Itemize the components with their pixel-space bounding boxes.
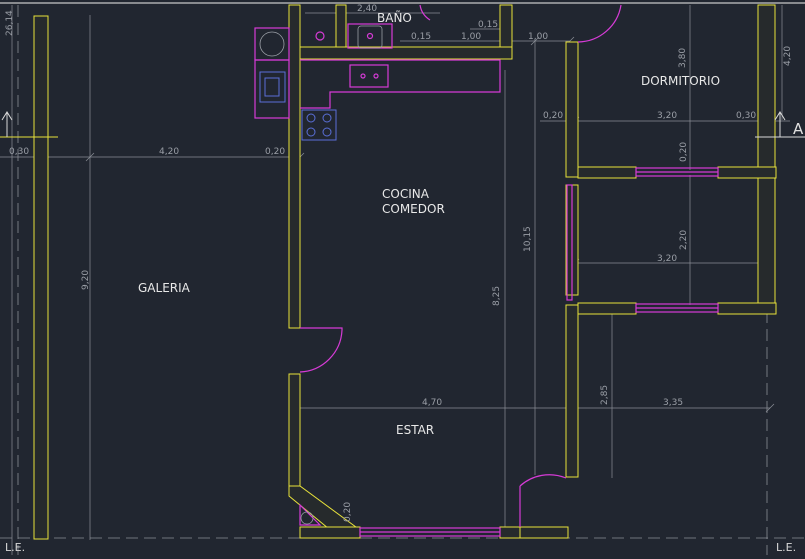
room-label-bano: BAÑO: [377, 10, 412, 25]
wall-right-upper: [757, 4, 776, 168]
closet-door: [566, 184, 573, 301]
stove-icon: [301, 109, 337, 141]
doors: [299, 4, 622, 527]
dim-label-1-00-b: 1,00: [528, 32, 548, 42]
door-estar-swing: [519, 474, 567, 487]
dim-label-8-25: 8,25: [492, 286, 502, 306]
dim-label-0-20-left: 0,20: [265, 147, 285, 157]
dim-label-2-40: 2,40: [357, 4, 377, 14]
dim-label-0-15-upper: 0,15: [478, 20, 498, 30]
dim-label-3-80: 3,80: [678, 48, 688, 68]
drain-icon: [315, 31, 325, 41]
dimension-lines: [0, 5, 790, 555]
wall-center-lower: [565, 304, 579, 478]
room-label-comedor: COMEDOR: [382, 202, 445, 216]
dim-label-0-20-dorm: 0,20: [543, 111, 563, 121]
wall-center-upper: [565, 41, 579, 178]
dim-label-0-30-dorm: 0,30: [736, 111, 756, 121]
wall-bottom-right: [519, 526, 569, 539]
dim-label-10-15: 10,15: [523, 226, 533, 252]
counter-top: [300, 59, 501, 109]
wall-bath-right: [499, 4, 513, 48]
wall-dorm-bottom-left: [577, 166, 637, 179]
walls: [33, 4, 777, 540]
section-marker-a: [0, 111, 805, 138]
door-kitchen-swing: [299, 329, 343, 373]
wall-room2-bottom-right: [717, 302, 777, 315]
dim-label-0-20-bottom: 0,20: [343, 502, 353, 522]
dim-label-0-20-vertical: 0,20: [679, 142, 689, 162]
room-label-cocina: COCINA: [382, 187, 430, 201]
dim-label-0-30-left: 0,30: [9, 147, 29, 157]
dim-label-2-85: 2,85: [600, 385, 610, 405]
dim-label-0-15-lower: 0,15: [411, 32, 431, 42]
wall-room2-bottom-left: [577, 302, 637, 315]
wall-left-column: [33, 15, 49, 540]
dim-label-9-20: 9,20: [81, 270, 91, 290]
le-label-left: L.E.: [5, 541, 25, 554]
windows: [359, 167, 719, 537]
wall-bath-bottom: [299, 46, 513, 60]
wall-bath-partition: [335, 4, 347, 48]
dim-label-2-20: 2,20: [679, 230, 689, 250]
washbasin-icon: [349, 64, 389, 88]
door-dorm-swing: [577, 4, 622, 43]
wall-kitchen-left-lower: [288, 373, 301, 487]
room-label-dormitorio: DORMITORIO: [641, 74, 720, 88]
section-label-a: A: [793, 120, 804, 138]
dim-label-4-70: 4,70: [422, 398, 442, 408]
sink-icon: [259, 71, 286, 103]
counter-left: [254, 59, 290, 119]
wall-kitchen-left-upper: [288, 4, 301, 329]
dim-label-3-20-dorm: 3,20: [657, 111, 677, 121]
door-kitchen-leaf: [300, 327, 343, 330]
dim-label-4-20-right: 4,20: [783, 46, 793, 66]
room-label-estar: ESTAR: [396, 423, 434, 437]
wall-dorm-bottom-right: [717, 166, 777, 179]
bathtub-icon: [347, 23, 393, 49]
dim-label-4-20-left: 4,20: [159, 147, 179, 157]
room-label-galeria: GALERIA: [138, 281, 191, 295]
fixtures: [254, 23, 501, 526]
wall-right-lower: [757, 177, 776, 315]
dim-label-26-14: 26,14: [5, 10, 15, 36]
wall-bottom-left: [299, 526, 361, 539]
dim-label-3-20-room2: 3,20: [657, 254, 677, 264]
dim-label-3-35: 3,35: [663, 398, 683, 408]
le-label-right: L.E.: [776, 541, 796, 554]
dim-label-1-00-a: 1,00: [461, 32, 481, 42]
wall-bottom-mid: [499, 526, 521, 539]
door-bath-swing: [419, 4, 431, 21]
corner-fixture: [299, 503, 322, 526]
